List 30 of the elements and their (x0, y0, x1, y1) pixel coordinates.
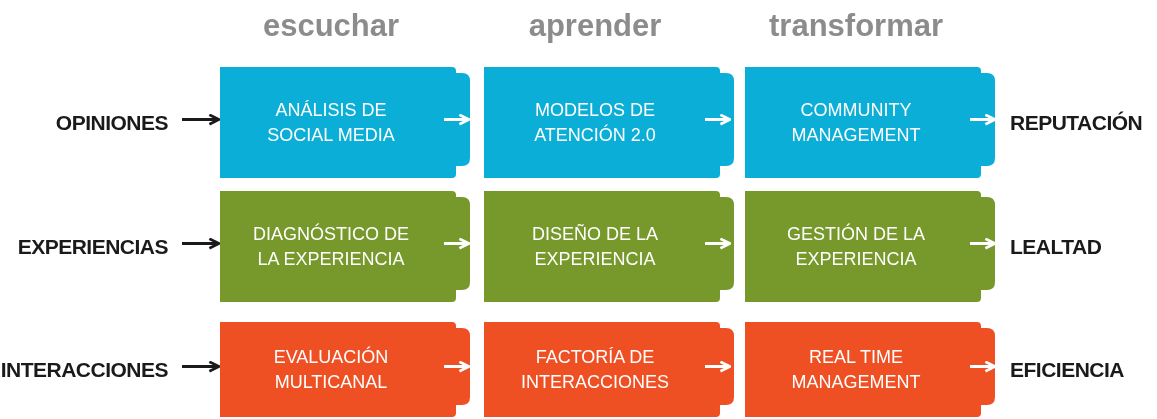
arrow (444, 113, 471, 126)
arrow (705, 360, 732, 373)
arrow (970, 360, 997, 373)
outcome-label: REPUTACIÓN (1010, 110, 1143, 135)
input-label: OPINIONES (55, 110, 168, 135)
box-title: DIAGNÓSTICO DE LA EXPERIENCIA (252, 222, 410, 271)
arrow (444, 237, 471, 250)
box-title: DISEÑO DE LA EXPERIENCIA (530, 222, 659, 271)
arrow (705, 237, 732, 250)
input-label: EXPERIENCIAS (17, 234, 168, 259)
arrow (182, 360, 221, 373)
input-label: INTERACCIONES (0, 357, 168, 382)
box-title: ANÁLISIS DE SOCIAL MEDIA (266, 98, 396, 147)
box-title: MODELOS DE ATENCIÓN 2.0 (533, 98, 657, 147)
column-heading: escuchar (262, 8, 400, 43)
arrow (705, 113, 732, 126)
outcome-label: LEALTAD (1010, 234, 1102, 259)
box-title: REAL TIME MANAGEMENT (790, 345, 922, 394)
box-title: COMMUNITY MANAGEMENT (790, 98, 922, 147)
box-title: EVALUACIÓN MULTICANAL (272, 345, 390, 394)
arrow (970, 237, 997, 250)
arrow (182, 113, 221, 126)
arrow (970, 113, 997, 126)
arrow (444, 360, 471, 373)
arrow (182, 237, 221, 250)
box-title: FACTORÍA DE INTERACCIONES (520, 345, 670, 394)
outcome-label: EFICIENCIA (1010, 357, 1124, 382)
box-title: GESTIÓN DE LA EXPERIENCIA (785, 222, 926, 271)
column-heading: transformar (769, 8, 943, 43)
column-heading: aprender (528, 8, 662, 43)
